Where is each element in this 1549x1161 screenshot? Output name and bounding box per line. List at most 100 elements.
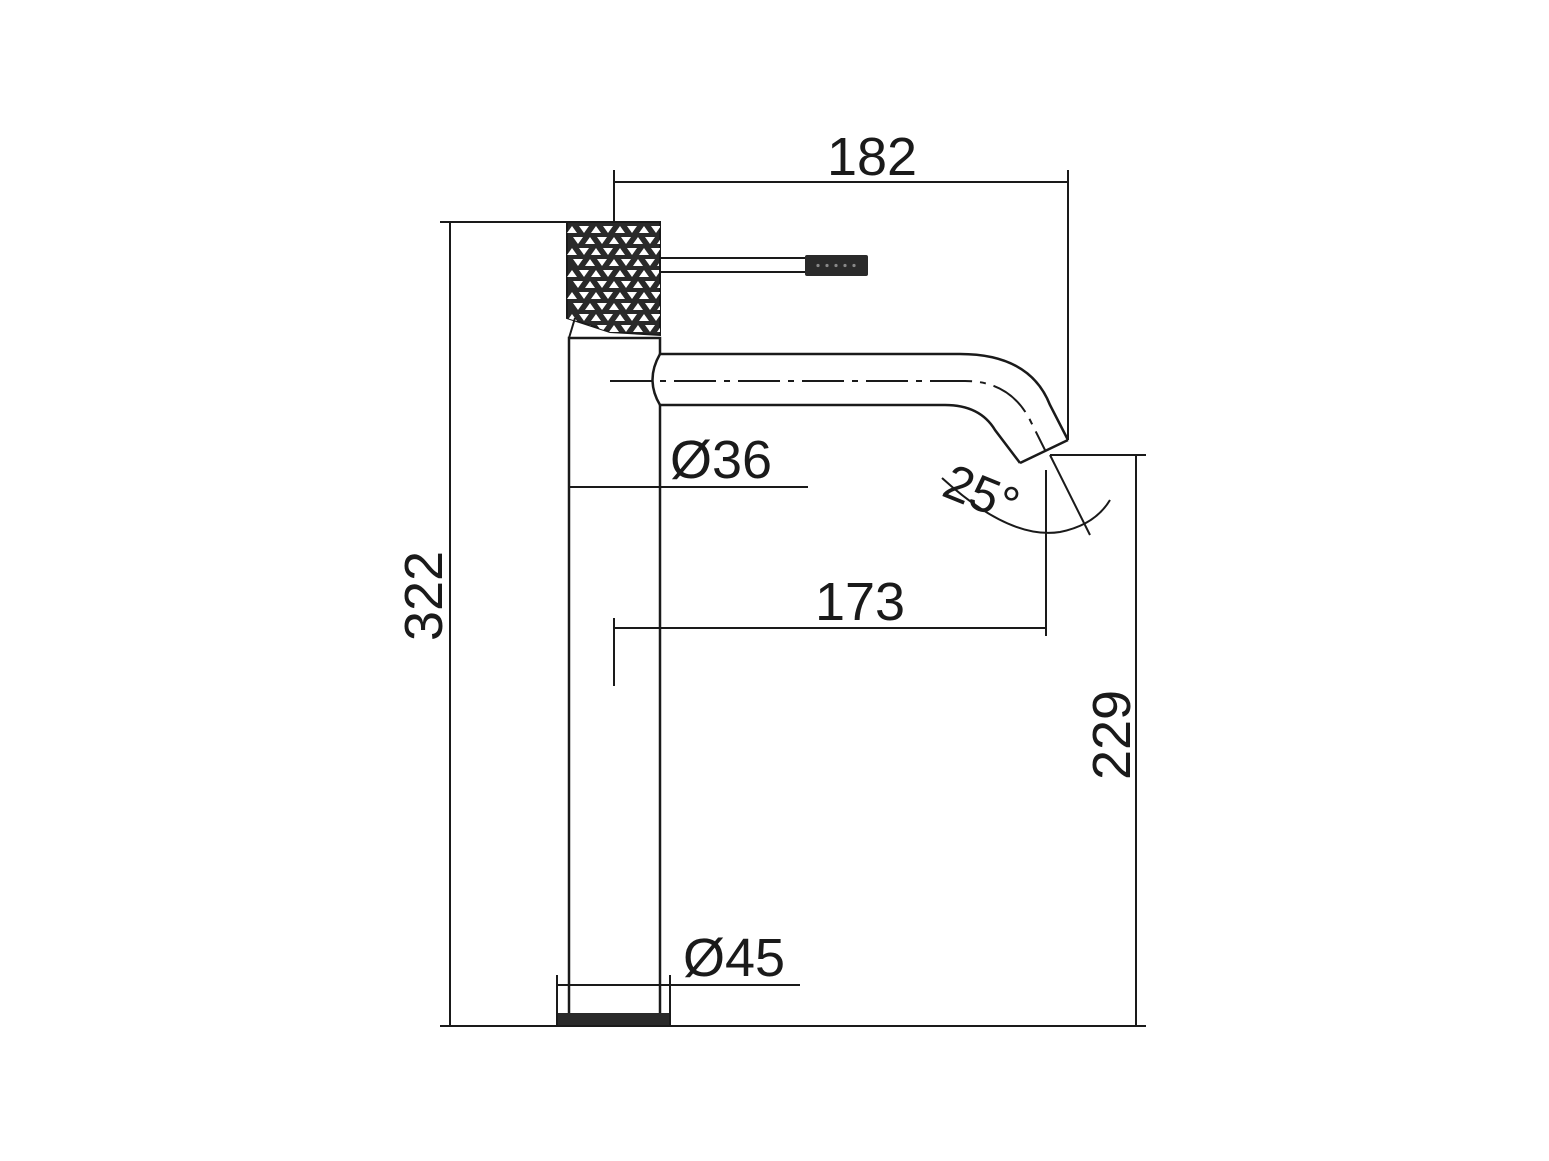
knurl-triangle: [591, 270, 601, 277]
knurl-triangle: [579, 292, 589, 299]
knurl-triangle: [633, 237, 643, 244]
lever: [659, 255, 868, 276]
faucet-base: [557, 1013, 670, 1026]
dimension-label-182: 182: [827, 127, 917, 187]
knurl-triangle: [573, 303, 583, 310]
knurl-triangle: [663, 226, 673, 233]
knurl-triangle: [657, 237, 660, 244]
knurl-triangle: [597, 281, 607, 288]
spout-centerline: [610, 380, 1046, 451]
knurl-triangle: [651, 226, 660, 233]
knurl-triangle: [609, 303, 619, 310]
knurl-triangle: [609, 325, 619, 332]
knurl-triangle: [615, 314, 625, 321]
knurl-triangle: [633, 303, 643, 310]
dimension-label-322: 322: [394, 551, 454, 641]
knurl-triangle: [651, 270, 660, 277]
spout-bottom-edge: [660, 403, 1021, 464]
dimension-d45: Ø45: [556, 928, 800, 1026]
knurl-triangle: [651, 292, 660, 299]
knurl-triangle: [633, 325, 643, 332]
dimension-173: 173: [613, 572, 1046, 686]
knurled-handle: [566, 221, 679, 354]
knurl-triangle: [633, 281, 643, 288]
knurl-pattern: [567, 226, 679, 354]
knurl-triangle: [615, 292, 625, 299]
knurl-triangle: [657, 303, 660, 310]
dimension-182: 182: [613, 127, 1069, 440]
knurl-triangle: [645, 325, 655, 332]
knurl-triangle: [669, 303, 679, 310]
dimension-label-d45: Ø45: [683, 928, 785, 988]
knurl-triangle: [621, 303, 631, 310]
knurl-triangle: [591, 292, 601, 299]
knurl-triangle: [639, 248, 649, 255]
knurl-triangle: [621, 259, 631, 266]
knurl-triangle: [579, 314, 589, 321]
knurl-triangle: [657, 325, 660, 332]
dimension-322: 322: [394, 221, 1146, 1027]
knurl-triangle: [669, 325, 679, 332]
knurl-triangle: [585, 303, 595, 310]
knurl-triangle: [585, 347, 595, 354]
knurl-triangle: [651, 314, 660, 321]
knurl-triangle: [567, 226, 577, 233]
knurl-triangle: [597, 325, 607, 332]
knurl-triangle: [591, 226, 601, 233]
knurl-triangle: [603, 314, 613, 321]
knurl-triangle: [633, 347, 643, 354]
dimension-label-25deg: 25°: [936, 453, 1027, 533]
knurl-triangle: [597, 303, 607, 310]
knurl-triangle: [579, 226, 589, 233]
knurl-triangle: [645, 281, 655, 288]
knurl-triangle: [615, 270, 625, 277]
knurl-triangle: [639, 226, 649, 233]
knurl-triangle: [573, 325, 583, 332]
lever-arm: [659, 257, 807, 273]
knurl-triangle: [627, 248, 637, 255]
spout-outlet: [1019, 438, 1069, 465]
knurl-triangle: [573, 259, 583, 266]
knurl-triangle: [591, 314, 601, 321]
knurl-triangle: [585, 237, 595, 244]
knurl-triangle: [609, 347, 619, 354]
knurl-triangle: [645, 347, 655, 354]
knurl-triangle: [633, 259, 643, 266]
knurl-triangle: [663, 292, 673, 299]
knurl-triangle: [669, 281, 679, 288]
knurl-triangle: [603, 292, 613, 299]
knurl-triangle: [615, 248, 625, 255]
dimension-angle-25: 25°: [936, 453, 1111, 636]
knurl-triangle: [597, 347, 607, 354]
knurl-triangle: [639, 292, 649, 299]
dimension-label-229: 229: [1082, 690, 1142, 780]
knurl-triangle: [621, 281, 631, 288]
knurl-triangle: [567, 270, 577, 277]
knurl-triangle: [645, 303, 655, 310]
dimension-d36: Ø36: [569, 430, 808, 490]
knurl-triangle: [663, 336, 673, 343]
knurl-triangle: [573, 237, 583, 244]
knurl-triangle: [603, 270, 613, 277]
knurl-triangle: [585, 281, 595, 288]
knurl-triangle: [657, 281, 660, 288]
knurl-triangle: [627, 292, 637, 299]
knurl-triangle: [627, 226, 637, 233]
knurl-triangle: [591, 248, 601, 255]
spout-top-edge: [660, 352, 1070, 441]
dimension-label-d36: Ø36: [670, 430, 772, 490]
knurl-triangle: [567, 292, 577, 299]
spout-joint: [651, 353, 662, 406]
knurl-triangle: [585, 259, 595, 266]
knurl-triangle: [597, 237, 607, 244]
knurl-triangle: [579, 270, 589, 277]
knurl-triangle: [627, 270, 637, 277]
knurl-triangle: [567, 248, 577, 255]
knurl-triangle: [669, 237, 679, 244]
knurl-triangle: [621, 237, 631, 244]
knurl-triangle: [639, 270, 649, 277]
knurl-triangle: [573, 347, 583, 354]
knurl-triangle: [603, 226, 613, 233]
knurl-triangle: [645, 237, 655, 244]
